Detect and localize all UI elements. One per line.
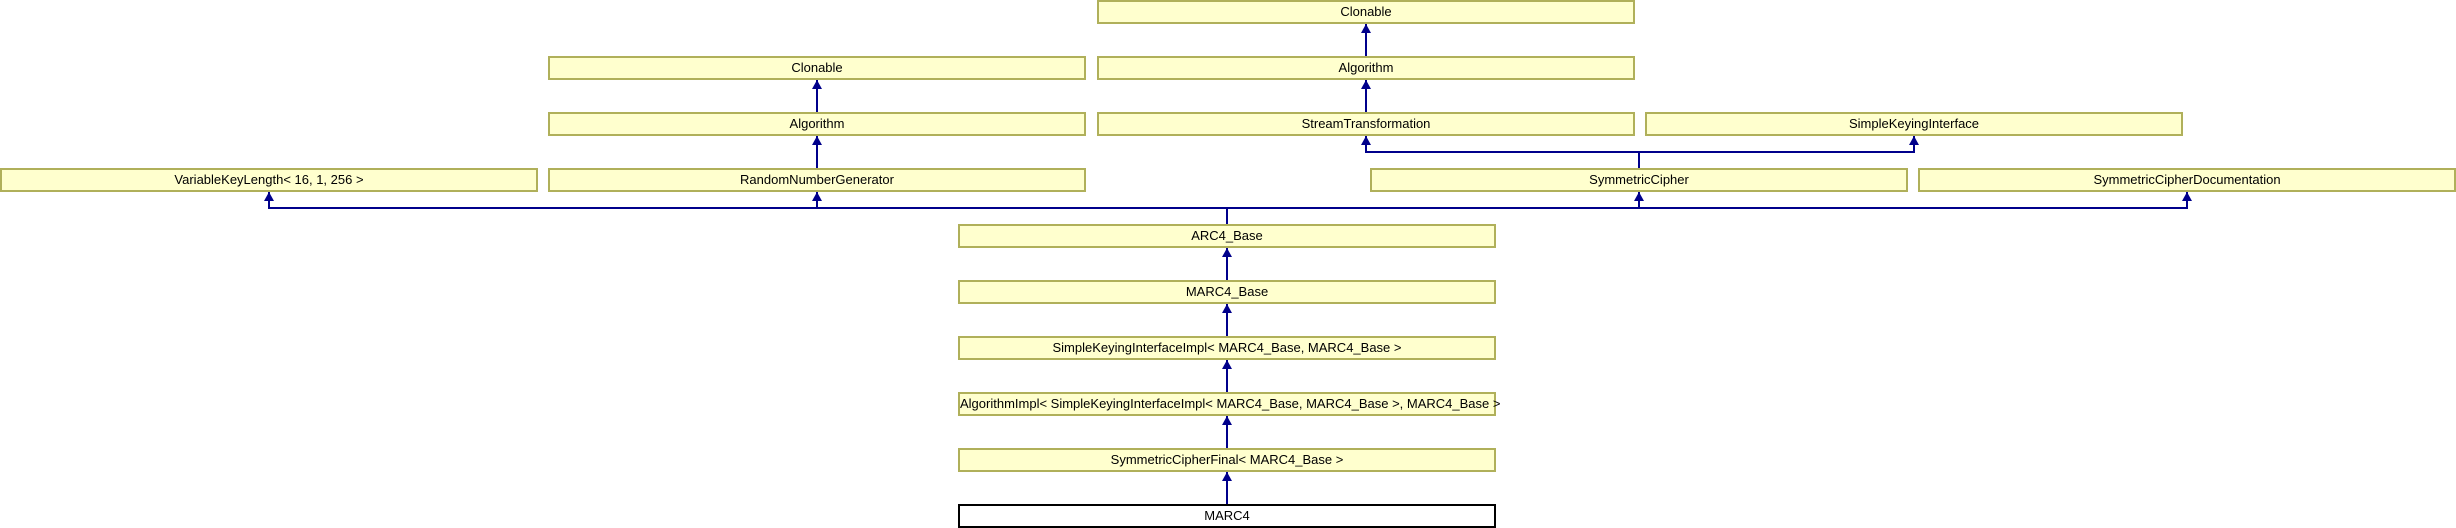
inheritance-line xyxy=(1638,151,1640,168)
inheritance-junction-line xyxy=(1365,151,1915,153)
node-simple-keying-interface-impl[interactable]: SimpleKeyingInterfaceImpl< MARC4_Base, M… xyxy=(958,336,1496,360)
inheritance-arrowhead xyxy=(1361,24,1371,33)
node-algorithm-center[interactable]: Algorithm xyxy=(1097,56,1635,80)
inheritance-arrowhead xyxy=(1222,472,1232,481)
inheritance-arrowhead xyxy=(1361,136,1371,145)
inheritance-line xyxy=(1365,24,1367,56)
inheritance-arrowhead xyxy=(1222,416,1232,425)
inheritance-arrowhead xyxy=(812,80,822,89)
inheritance-arrowhead xyxy=(1222,304,1232,313)
inheritance-arrowhead xyxy=(1909,136,1919,145)
node-variable-key-length[interactable]: VariableKeyLength< 16, 1, 256 > xyxy=(0,168,538,192)
inheritance-line xyxy=(816,136,818,168)
inheritance-line xyxy=(1226,360,1228,392)
node-marc4-base[interactable]: MARC4_Base xyxy=(958,280,1496,304)
inheritance-arrowhead xyxy=(1222,360,1232,369)
node-stream-transformation[interactable]: StreamTransformation xyxy=(1097,112,1635,136)
node-symmetric-cipher[interactable]: SymmetricCipher xyxy=(1370,168,1908,192)
node-algorithm-impl[interactable]: AlgorithmImpl< SimpleKeyingInterfaceImpl… xyxy=(958,392,1500,416)
inheritance-arrowhead xyxy=(1634,192,1644,201)
node-symmetric-cipher-final[interactable]: SymmetricCipherFinal< MARC4_Base > xyxy=(958,448,1496,472)
inheritance-line xyxy=(816,80,818,112)
inheritance-line xyxy=(1226,416,1228,448)
inheritance-arrowhead xyxy=(812,136,822,145)
node-clonable-left[interactable]: Clonable xyxy=(548,56,1086,80)
inheritance-arrowhead xyxy=(812,192,822,201)
node-marc4[interactable]: MARC4 xyxy=(958,504,1496,528)
inheritance-junction-line xyxy=(268,207,2188,209)
inheritance-line xyxy=(1226,207,1228,224)
inheritance-line xyxy=(1226,472,1228,504)
inheritance-arrowhead xyxy=(1222,248,1232,257)
node-algorithm-left[interactable]: Algorithm xyxy=(548,112,1086,136)
inheritance-line xyxy=(1226,304,1228,336)
node-random-number-generator[interactable]: RandomNumberGenerator xyxy=(548,168,1086,192)
inheritance-line xyxy=(1365,80,1367,112)
inheritance-arrowhead xyxy=(1361,80,1371,89)
node-simple-keying-interface[interactable]: SimpleKeyingInterface xyxy=(1645,112,2183,136)
node-arc4-base[interactable]: ARC4_Base xyxy=(958,224,1496,248)
inheritance-arrowhead xyxy=(2182,192,2192,201)
node-symmetric-cipher-documentation[interactable]: SymmetricCipherDocumentation xyxy=(1918,168,2456,192)
inheritance-line xyxy=(1226,248,1228,280)
node-clonable-top[interactable]: Clonable xyxy=(1097,0,1635,24)
inheritance-arrowhead xyxy=(264,192,274,201)
